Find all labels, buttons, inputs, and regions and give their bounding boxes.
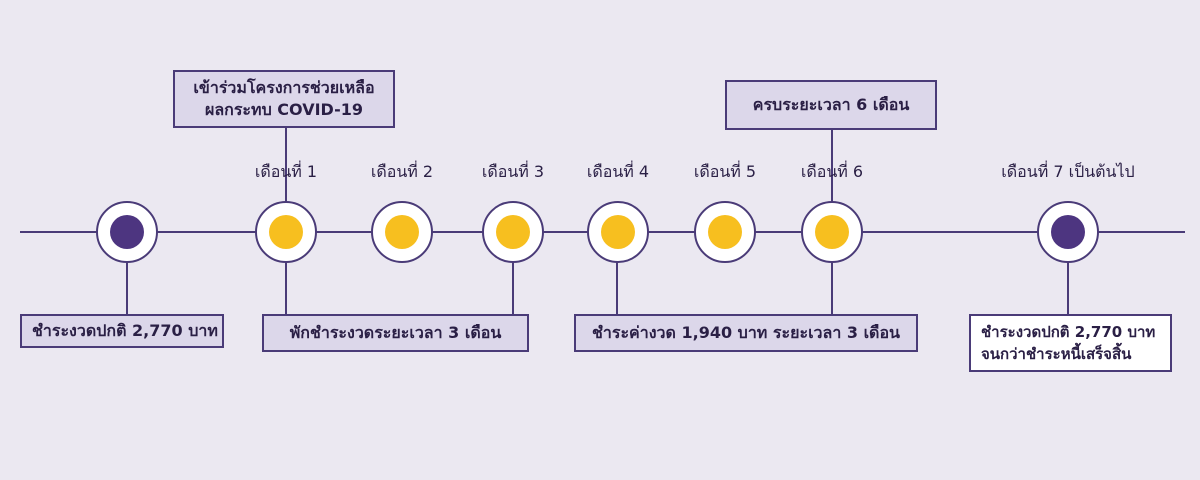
month-label-6: เดือนที่ 6 (800, 162, 864, 181)
connector-complete (831, 130, 833, 202)
month-label-1: เดือนที่ 1 (254, 162, 318, 181)
join-program-box: เข้าร่วมโครงการช่วยเหลือ ผลกระทบ COVID-1… (173, 70, 395, 128)
timeline-node-month-5 (694, 201, 756, 263)
month-label-7: เดือนที่ 7 เป็นต้นไป (1001, 162, 1135, 181)
regular-payment-dot (1051, 215, 1085, 249)
connector-pause-end (512, 262, 514, 314)
timeline-node-month-3 (482, 201, 544, 263)
join-program-line2: ผลกระทบ COVID-19 (204, 100, 364, 119)
regular-payment-dot (110, 215, 144, 249)
connector-reduced-end (831, 262, 833, 314)
timeline-node-month-2 (371, 201, 433, 263)
connector-final-payment (1067, 262, 1069, 314)
month-label-2: เดือนที่ 2 (370, 162, 434, 181)
join-program-line1: เข้าร่วมโครงการช่วยเหลือ (193, 78, 375, 97)
timeline-node-start (96, 201, 158, 263)
regular-payment-box: ชำระงวดปกติ 2,770 บาท (20, 314, 224, 348)
timeline-node-month-7 (1037, 201, 1099, 263)
pause-payment-box: พักชำระงวดระยะเวลา 3 เดือน (262, 314, 529, 352)
final-payment-line1: ชำระงวดปกติ 2,770 บาท (981, 323, 1156, 341)
timeline-node-month-4 (587, 201, 649, 263)
complete-6-months-label: ครบระยะเวลา 6 เดือน (752, 94, 910, 114)
connector-regular-payment (126, 262, 128, 314)
final-payment-box: ชำระงวดปกติ 2,770 บาท จนกว่าชำระหนี้เสร็… (969, 314, 1172, 372)
connector-join-program (285, 128, 287, 202)
deferred-payment-dot (496, 215, 530, 249)
deferred-payment-dot (601, 215, 635, 249)
month-label-4: เดือนที่ 4 (586, 162, 650, 181)
connector-pause-start (285, 262, 287, 314)
reduced-payment-label: ชำระค่างวด 1,940 บาท ระยะเวลา 3 เดือน (592, 322, 900, 342)
month-label-3: เดือนที่ 3 (481, 162, 545, 181)
deferred-payment-dot (269, 215, 303, 249)
connector-reduced-start (616, 262, 618, 314)
complete-6-months-box: ครบระยะเวลา 6 เดือน (725, 80, 937, 130)
deferred-payment-dot (815, 215, 849, 249)
month-label-5: เดือนที่ 5 (693, 162, 757, 181)
pause-payment-label: พักชำระงวดระยะเวลา 3 เดือน (289, 322, 502, 342)
deferred-payment-dot (385, 215, 419, 249)
final-payment-line2: จนกว่าชำระหนี้เสร็จสิ้น (981, 345, 1132, 363)
regular-payment-label: ชำระงวดปกติ 2,770 บาท (32, 320, 218, 340)
reduced-payment-box: ชำระค่างวด 1,940 บาท ระยะเวลา 3 เดือน (574, 314, 918, 352)
deferred-payment-dot (708, 215, 742, 249)
timeline-node-month-1 (255, 201, 317, 263)
timeline-node-month-6 (801, 201, 863, 263)
